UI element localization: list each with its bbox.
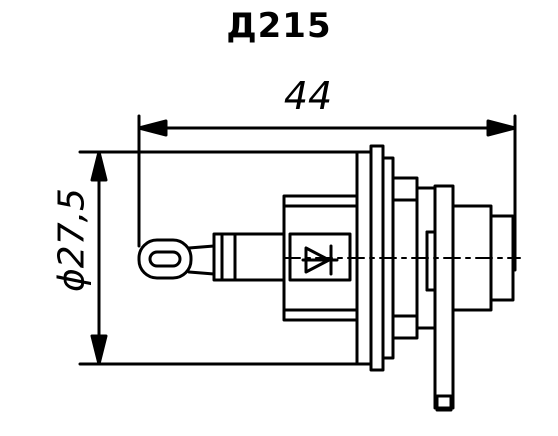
length-dimension-label: 44 (283, 74, 333, 118)
terminal-lug (137, 238, 216, 280)
lead-wire (212, 232, 286, 282)
length-dimension-line (137, 114, 517, 272)
diode-symbol (301, 244, 339, 276)
diameter-dimension-line (78, 150, 362, 366)
mounting-bracket (425, 184, 515, 412)
part-title: Д215 (226, 6, 332, 46)
